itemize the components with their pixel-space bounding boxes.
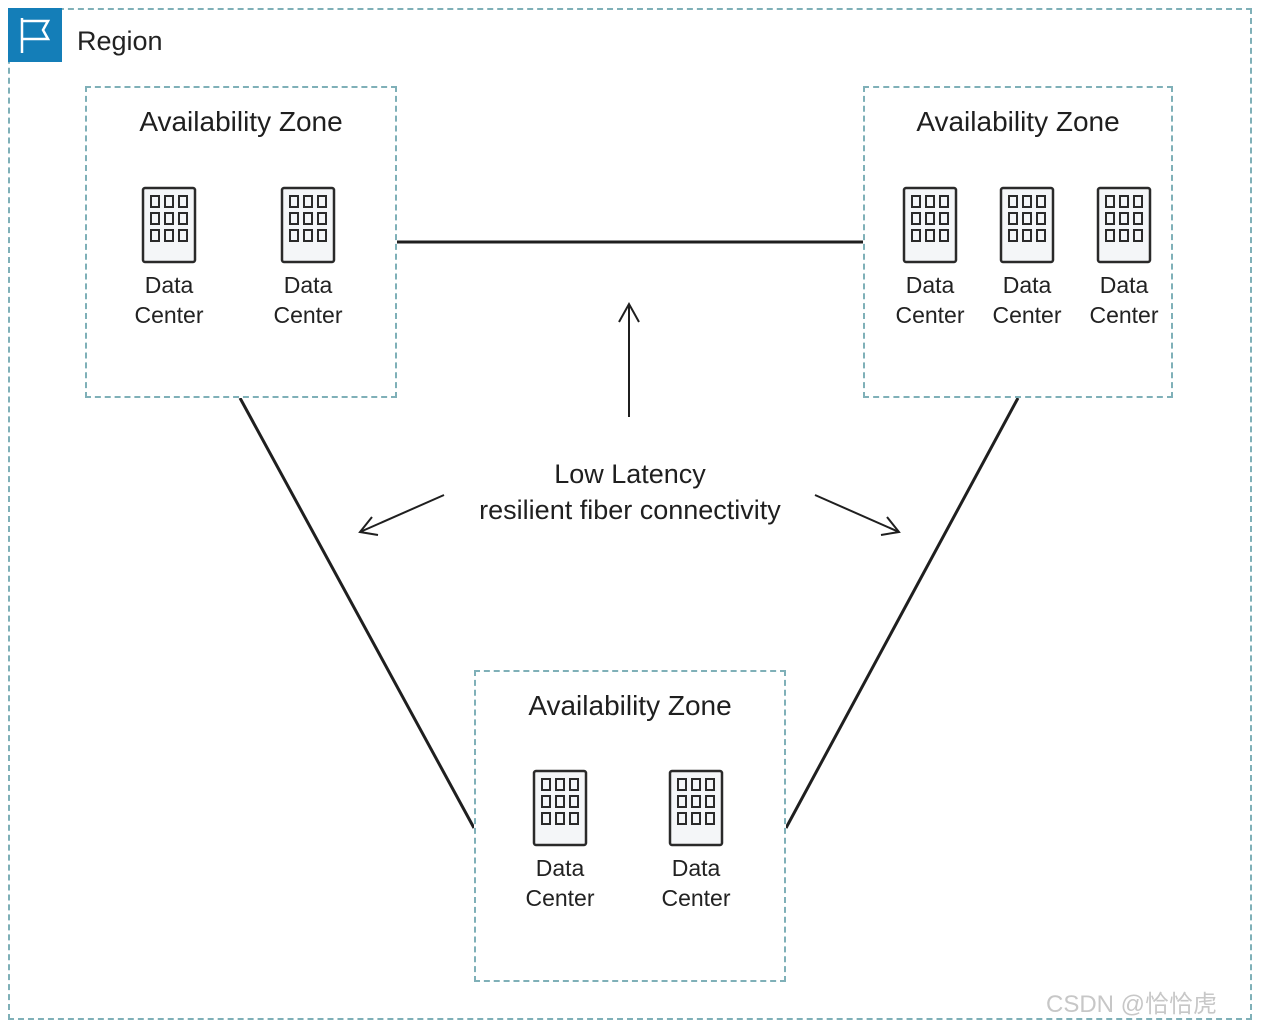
region-title: Region — [77, 26, 163, 56]
data-center-label-line2: Center — [1089, 302, 1159, 328]
connectivity-caption: Low Latency resilient fiber connectivity — [430, 456, 830, 528]
building-icon — [999, 186, 1055, 264]
arrow-up-icon — [618, 301, 640, 417]
arrow-right-icon — [814, 494, 901, 536]
data-center-label-line1: Data — [535, 855, 585, 881]
data-center-label-line2: Center — [273, 302, 343, 328]
data-center-label-line2: Center — [525, 885, 595, 911]
region-badge — [8, 8, 62, 62]
watermark: CSDN @恰恰虎 — [1046, 991, 1218, 1018]
building-icon — [902, 186, 958, 264]
connectivity-line1: Low Latency — [554, 459, 706, 489]
data-center-label-line1: Data — [144, 272, 194, 298]
data-center-label-line1: Data — [905, 272, 955, 298]
az-title: Availability Zone — [528, 690, 732, 721]
data-center-label-line2: Center — [992, 302, 1062, 328]
data-center-label-line2: Center — [661, 885, 731, 911]
az-title: Availability Zone — [916, 106, 1120, 137]
building-icon — [1096, 186, 1152, 264]
az-title: Availability Zone — [139, 106, 343, 137]
data-center-label-line1: Data — [283, 272, 333, 298]
data-center-label-line1: Data — [1099, 272, 1149, 298]
data-center-label-line1: Data — [1002, 272, 1052, 298]
building-icon — [280, 186, 336, 264]
flag-icon — [20, 18, 51, 53]
data-center-label-line2: Center — [895, 302, 965, 328]
data-center-label-line2: Center — [134, 302, 204, 328]
region-boundary — [8, 8, 1252, 1020]
data-center-label-line1: Data — [671, 855, 721, 881]
connector-right — [784, 397, 1020, 829]
arrow-left-icon — [358, 494, 445, 536]
building-icon — [141, 186, 197, 264]
building-icon — [668, 769, 724, 847]
connectivity-line2: resilient fiber connectivity — [479, 495, 781, 525]
building-icon — [532, 769, 588, 847]
connector-left — [238, 397, 476, 829]
